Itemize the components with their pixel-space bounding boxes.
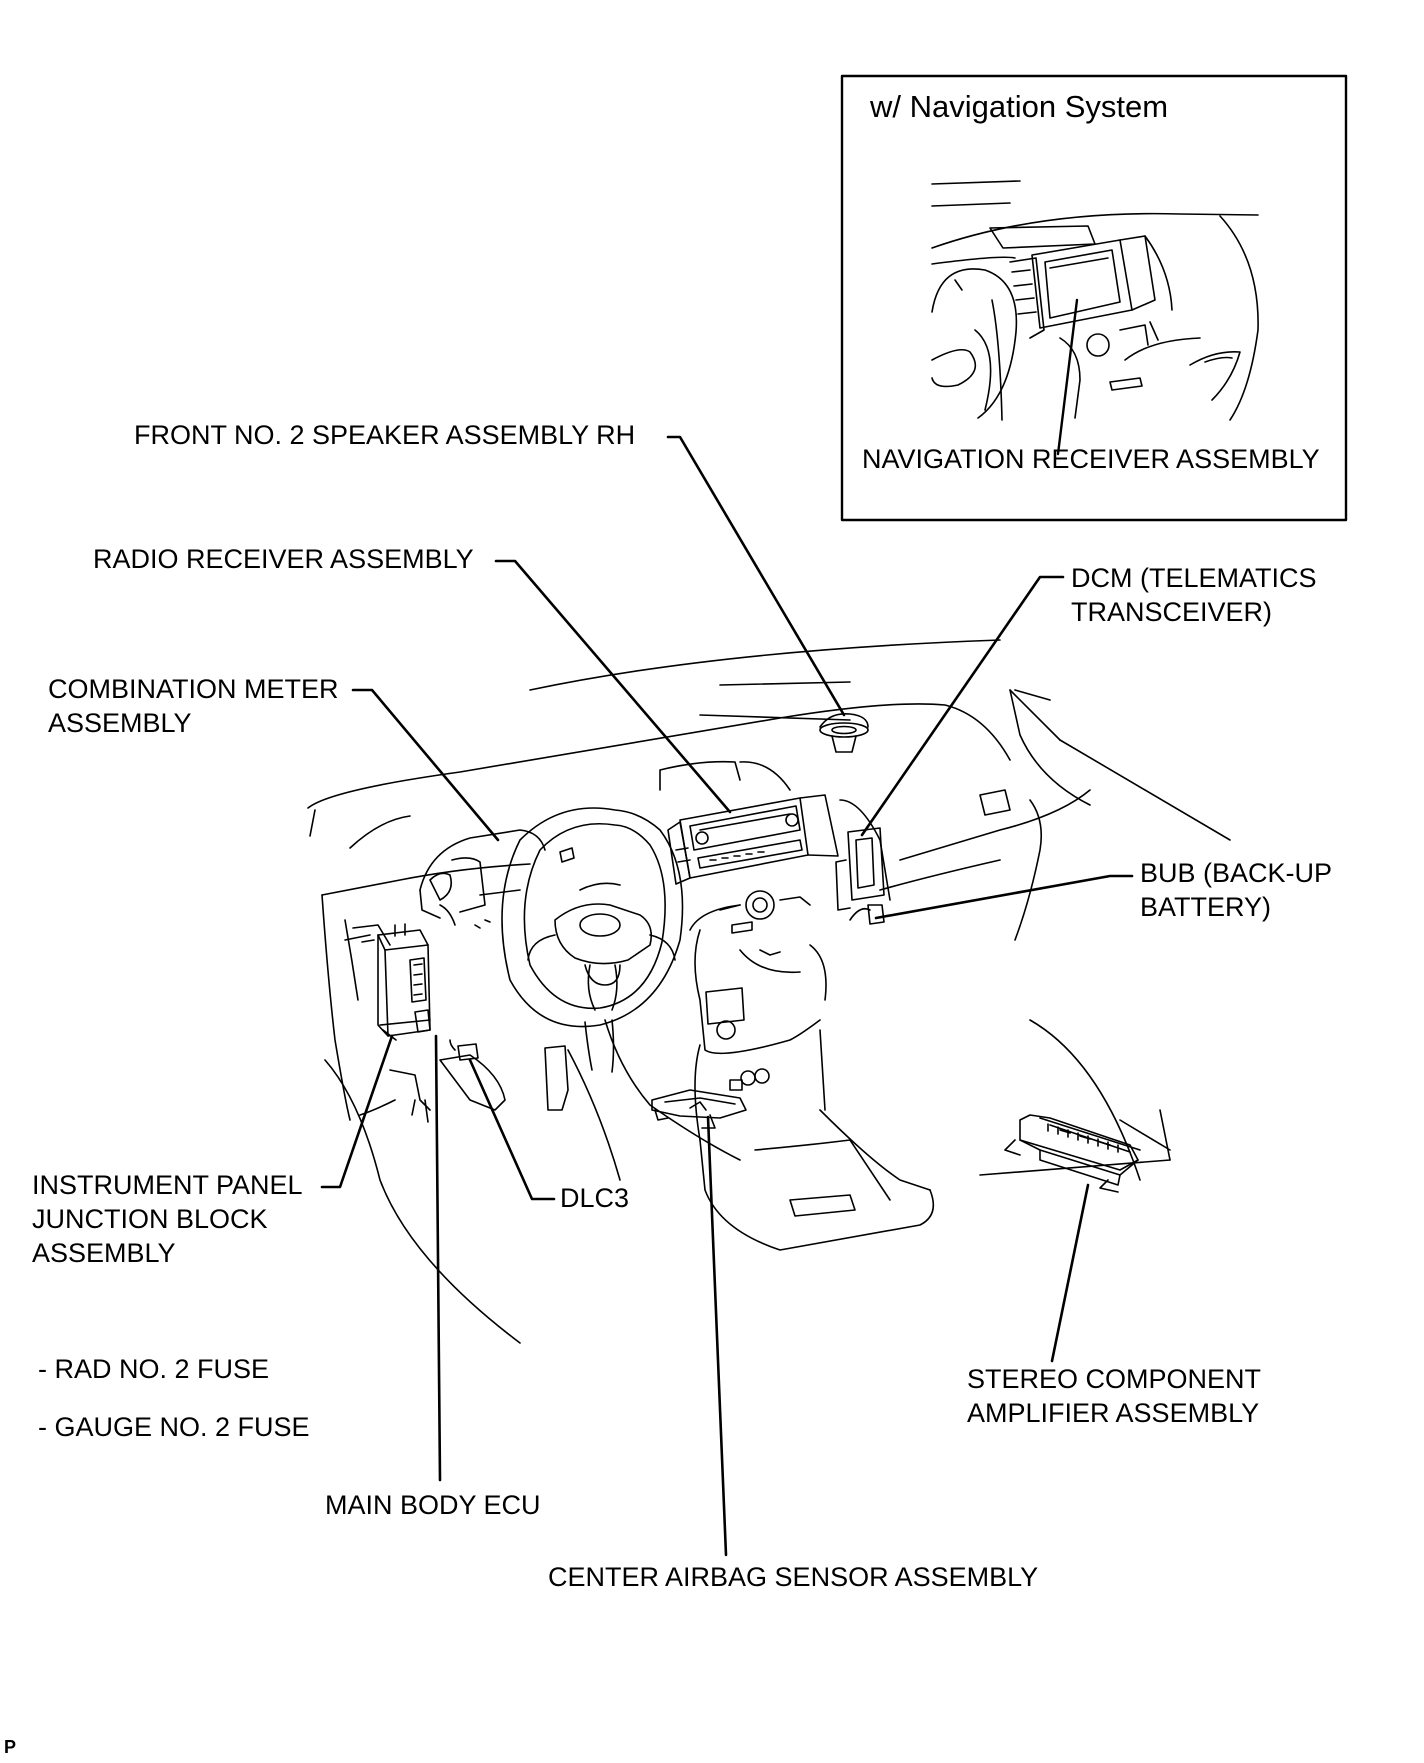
leader-radio-receiver [494, 559, 732, 814]
inset-dashboard-drawing [931, 180, 1259, 421]
leader-center-airbag [706, 1115, 728, 1557]
label-front-speaker: FRONT NO. 2 SPEAKER ASSEMBLY RH [134, 420, 636, 450]
label-main-body-ecu: MAIN BODY ECU [325, 1490, 541, 1520]
figure-id: P [4, 1737, 17, 1757]
inset-frame [840, 74, 1348, 522]
label-combination-meter-line2: ASSEMBLY [48, 708, 192, 738]
label-junction-block-line3: ASSEMBLY [32, 1238, 176, 1268]
label-junction-block-line2: JUNCTION BLOCK [32, 1204, 268, 1234]
leader-combination-meter [351, 688, 500, 842]
inset-title: w/ Navigation System [870, 89, 1169, 124]
label-fuse-gauge: - GAUGE NO. 2 FUSE [38, 1412, 310, 1442]
leader-lines [320, 435, 1134, 1557]
inset-leader-line [1056, 298, 1079, 456]
label-navigation-receiver: NAVIGATION RECEIVER ASSEMBLY [862, 444, 1320, 474]
label-center-airbag: CENTER AIRBAG SENSOR ASSEMBLY [548, 1562, 1039, 1592]
leader-dlc3 [468, 1058, 556, 1201]
leader-dcm [860, 575, 1065, 837]
leader-front-speaker [666, 435, 846, 717]
label-radio-receiver: RADIO RECEIVER ASSEMBLY [93, 544, 474, 574]
leader-junction-block [320, 1034, 394, 1189]
label-fuse-rad: - RAD NO. 2 FUSE [38, 1354, 270, 1384]
label-combination-meter-line1: COMBINATION METER [48, 674, 339, 704]
leader-amplifier [1050, 1183, 1090, 1363]
label-junction-block-line1: INSTRUMENT PANEL [32, 1170, 303, 1200]
label-dlc3: DLC3 [560, 1183, 630, 1213]
main-dashboard-drawing [307, 639, 1231, 1344]
leader-main-body-ecu [434, 1034, 442, 1482]
label-bub-line1: BUB (BACK-UP [1140, 858, 1333, 888]
label-bub-line2: BATTERY) [1140, 892, 1272, 922]
leader-bub [874, 874, 1134, 920]
label-amplifier-line2: AMPLIFIER ASSEMBLY [967, 1398, 1260, 1428]
label-amplifier-line1: STEREO COMPONENT [967, 1364, 1262, 1394]
label-dcm-line1: DCM (TELEMATICS [1071, 563, 1317, 593]
label-dcm-line2: TRANSCEIVER) [1071, 597, 1273, 627]
